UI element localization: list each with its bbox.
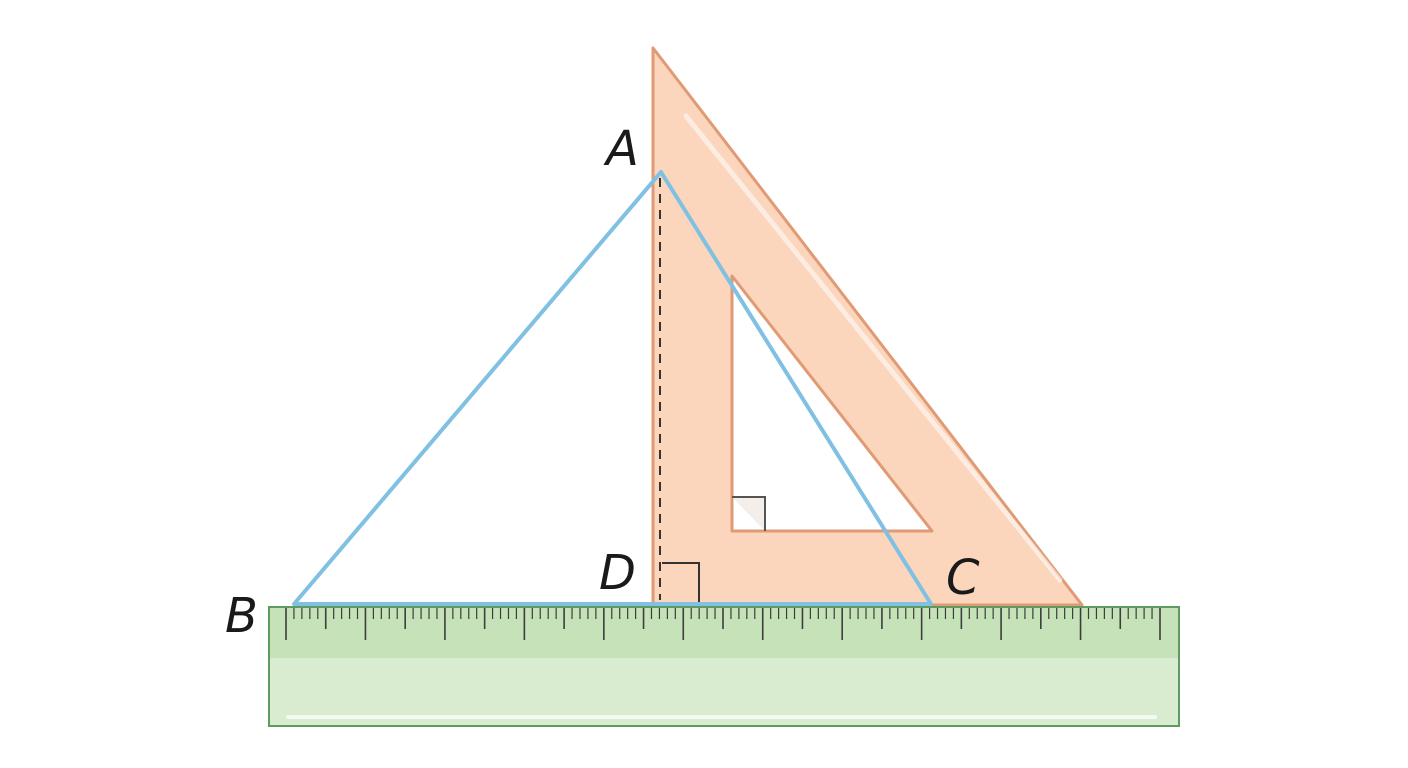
ruler <box>268 606 1180 727</box>
inner-right-angle-mark <box>732 496 766 531</box>
set-square-body <box>651 46 1084 607</box>
set-square-highlight <box>683 113 1063 583</box>
ruler-scale-band <box>270 608 1178 658</box>
ruler-ticks <box>285 608 1161 640</box>
label-C: C <box>946 550 980 606</box>
label-A: A <box>603 121 639 177</box>
label-D: D <box>599 545 636 601</box>
triangle-ABC <box>292 170 933 606</box>
set-square <box>651 46 1084 607</box>
label-B: B <box>225 588 258 644</box>
right-angle-mark-D <box>662 562 700 602</box>
